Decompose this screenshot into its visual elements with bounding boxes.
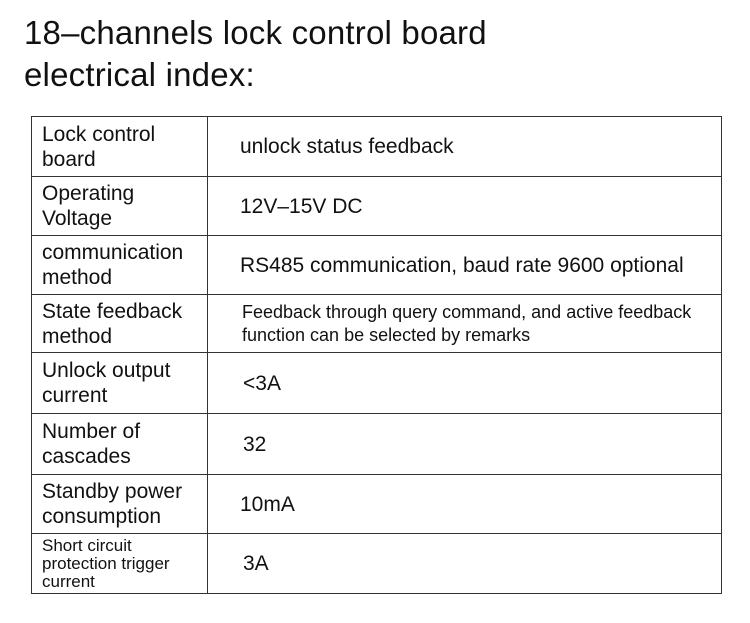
row-label: Number of cascades xyxy=(31,413,208,475)
table-row: communication method RS485 communication… xyxy=(31,235,722,295)
table-row: State feedback method Feedback through q… xyxy=(31,294,722,353)
row-label: Lock control board xyxy=(31,116,208,177)
table-row: Lock control board unlock status feedbac… xyxy=(31,116,722,177)
row-value: unlock status feedback xyxy=(207,116,722,177)
title-line-1: 18–channels lock control board xyxy=(24,14,487,51)
row-label: Unlock output current xyxy=(31,352,208,414)
row-label: Operating Voltage xyxy=(31,176,208,236)
table-row: Standby power consumption 10mA xyxy=(31,474,722,534)
row-label: State feedback method xyxy=(31,294,208,353)
row-value: 32 xyxy=(207,413,722,475)
electrical-index-table: Lock control board unlock status feedbac… xyxy=(31,116,722,594)
table-row: Number of cascades 32 xyxy=(31,413,722,475)
row-label: communication method xyxy=(31,235,208,295)
row-value: RS485 communication, baud rate 9600 opti… xyxy=(207,235,722,295)
table-row: Operating Voltage 12V–15V DC xyxy=(31,176,722,236)
row-value: <3A xyxy=(207,352,722,414)
row-label: Short circuit protection trigger current xyxy=(31,533,208,594)
table-row: Unlock output current <3A xyxy=(31,352,722,414)
table-row: Short circuit protection trigger current… xyxy=(31,533,722,594)
row-value: 10mA xyxy=(207,474,722,534)
page-title: 18–channels lock control board electrica… xyxy=(24,12,487,96)
row-value: Feedback through query command, and acti… xyxy=(207,294,722,353)
title-line-2: electrical index: xyxy=(24,56,255,93)
row-label: Standby power consumption xyxy=(31,474,208,534)
row-value: 3A xyxy=(207,533,722,594)
row-value: 12V–15V DC xyxy=(207,176,722,236)
